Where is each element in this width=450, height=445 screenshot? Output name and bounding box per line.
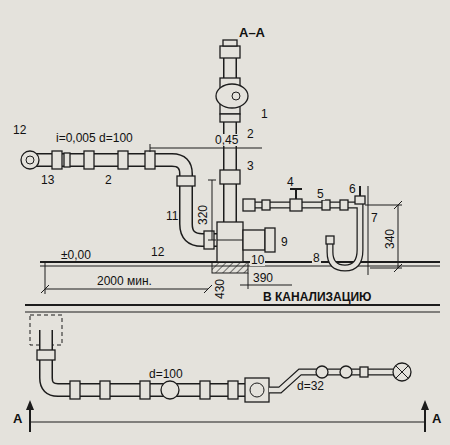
dimension: 2000 мин. [96,275,153,287]
dimension: 390 [252,272,274,284]
dimension: 340 [384,228,396,250]
callout-number: 9 [280,236,289,248]
callout-number: 13 [40,174,55,186]
outlet-note: В КАНАЛИЗАЦИЮ [262,291,372,303]
level-mark: ±0,00 [60,249,92,261]
callout-number: 4 [286,176,295,188]
callout-number: 5 [316,188,325,200]
dimension: 320 [197,204,209,226]
callout-number: 12 [150,246,165,258]
callout-number: 2 [246,128,255,140]
diameter-label: d=100 [148,368,184,380]
plan-view [25,305,440,432]
callout-number: 2 [104,174,113,186]
callout-number: 12 [12,124,27,136]
section-mark: А [12,412,23,425]
callout-number: 6 [348,183,357,195]
elevation-view [21,40,440,294]
callout-number: 1 [260,108,269,120]
callout-number: 7 [370,212,379,224]
dimension: 0,45 [214,134,239,146]
callout-number: 10 [250,254,265,266]
callout-number: 11 [165,210,179,222]
callout-number: 8 [312,252,321,264]
diameter-label: d=32 [296,380,325,392]
section-label: А–А [238,26,266,39]
dimension: 430 [214,278,226,300]
callout-number: 3 [246,160,255,172]
section-mark: А [431,412,442,425]
slope-note: i=0,005 d=100 [55,132,134,144]
